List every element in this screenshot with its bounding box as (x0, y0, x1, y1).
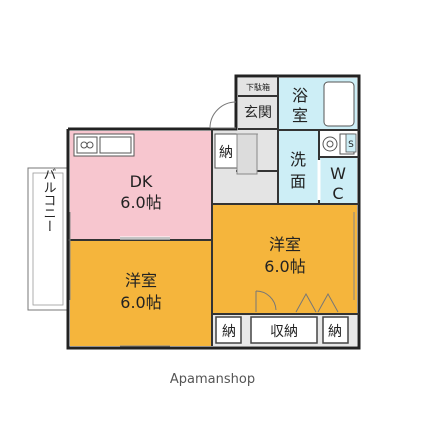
detail-lines (69, 81, 355, 347)
interior-walls (68, 76, 359, 346)
western-right-size: 6.0帖 (264, 257, 305, 276)
entrance-area (238, 78, 278, 131)
western-room-left (70, 240, 212, 346)
washer-mark-box (345, 133, 357, 153)
outer-walls (66, 74, 361, 350)
washer-mark-label: S (348, 140, 354, 150)
wash-label-1: 洗 (290, 150, 306, 169)
hall-closet-label: 納 (219, 145, 233, 161)
closet-bottom-left-label: 納 (222, 324, 236, 340)
western-right-label: 洋室 (269, 235, 301, 254)
wc-label-1: W (330, 164, 346, 183)
wash-label-2: 面 (290, 172, 306, 191)
closet-bottom-center-label: 収納 (270, 324, 298, 340)
dk-label: DK (130, 172, 153, 191)
entrance-label: 玄関 (244, 104, 272, 121)
bath-label-2: 室 (292, 106, 308, 125)
western-room-right (213, 204, 357, 314)
watermark: Apamanshop (169, 372, 256, 387)
western-left-size: 6.0帖 (120, 293, 161, 312)
balcony (27, 167, 69, 311)
bath-label-1: 浴 (292, 86, 308, 105)
shoe-box-label: 下駄箱 (246, 82, 270, 92)
closet-bottom-right-label: 納 (328, 324, 342, 340)
washroom (279, 131, 319, 204)
balcony-label: バルコニー (41, 168, 57, 233)
dk-size: 6.0帖 (120, 193, 161, 212)
wc-label-2: C (332, 184, 343, 203)
closet-boxes (215, 316, 349, 344)
western-left-label: 洋室 (125, 271, 157, 290)
wc-room (320, 157, 357, 204)
